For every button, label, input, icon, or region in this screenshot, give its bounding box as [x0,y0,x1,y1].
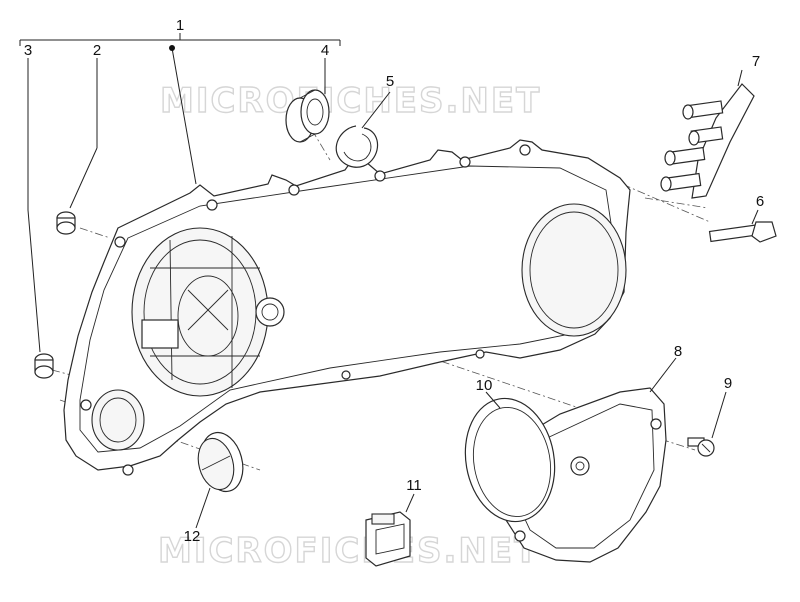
clutch-dome [521,203,627,337]
callout-12: 12 [184,528,201,545]
callout-3: 3 [24,42,32,59]
watermark-top: MICROFICHES.NET [160,81,541,121]
dowel-pin-lower [34,353,54,379]
callout-2: 2 [93,42,101,59]
stud [664,146,706,166]
callout-labels: 1 2 3 4 5 6 7 8 9 10 11 12 [24,17,764,545]
callout-1: 1 [176,17,184,34]
leader-lines [27,45,759,529]
callout-7: 7 [752,53,760,70]
stud-bracket [660,83,755,199]
callout-bracket-1 [19,33,341,46]
screw-short [687,437,715,457]
fan-block [141,319,179,349]
cover-boss [255,297,285,327]
callout-5: 5 [386,73,394,90]
retaining-clip [365,511,411,567]
stud [688,126,724,146]
callout-11: 11 [406,477,422,494]
stud [660,172,702,192]
bearing [285,89,330,143]
circlip [335,125,379,168]
callout-8: 8 [674,343,682,360]
callout-6: 6 [756,193,764,210]
callout-10: 10 [476,377,493,394]
watermark-bottom: MICROFICHES.NET [158,531,539,571]
stud [682,100,724,120]
dowel-pin-upper [56,211,76,235]
callout-9: 9 [724,375,732,392]
screw-long [708,221,777,243]
plug-cap [197,431,244,493]
transmission-cover [63,139,631,476]
callout-4: 4 [321,42,329,59]
gasket-ring [464,397,556,523]
fan-opening [131,227,269,397]
